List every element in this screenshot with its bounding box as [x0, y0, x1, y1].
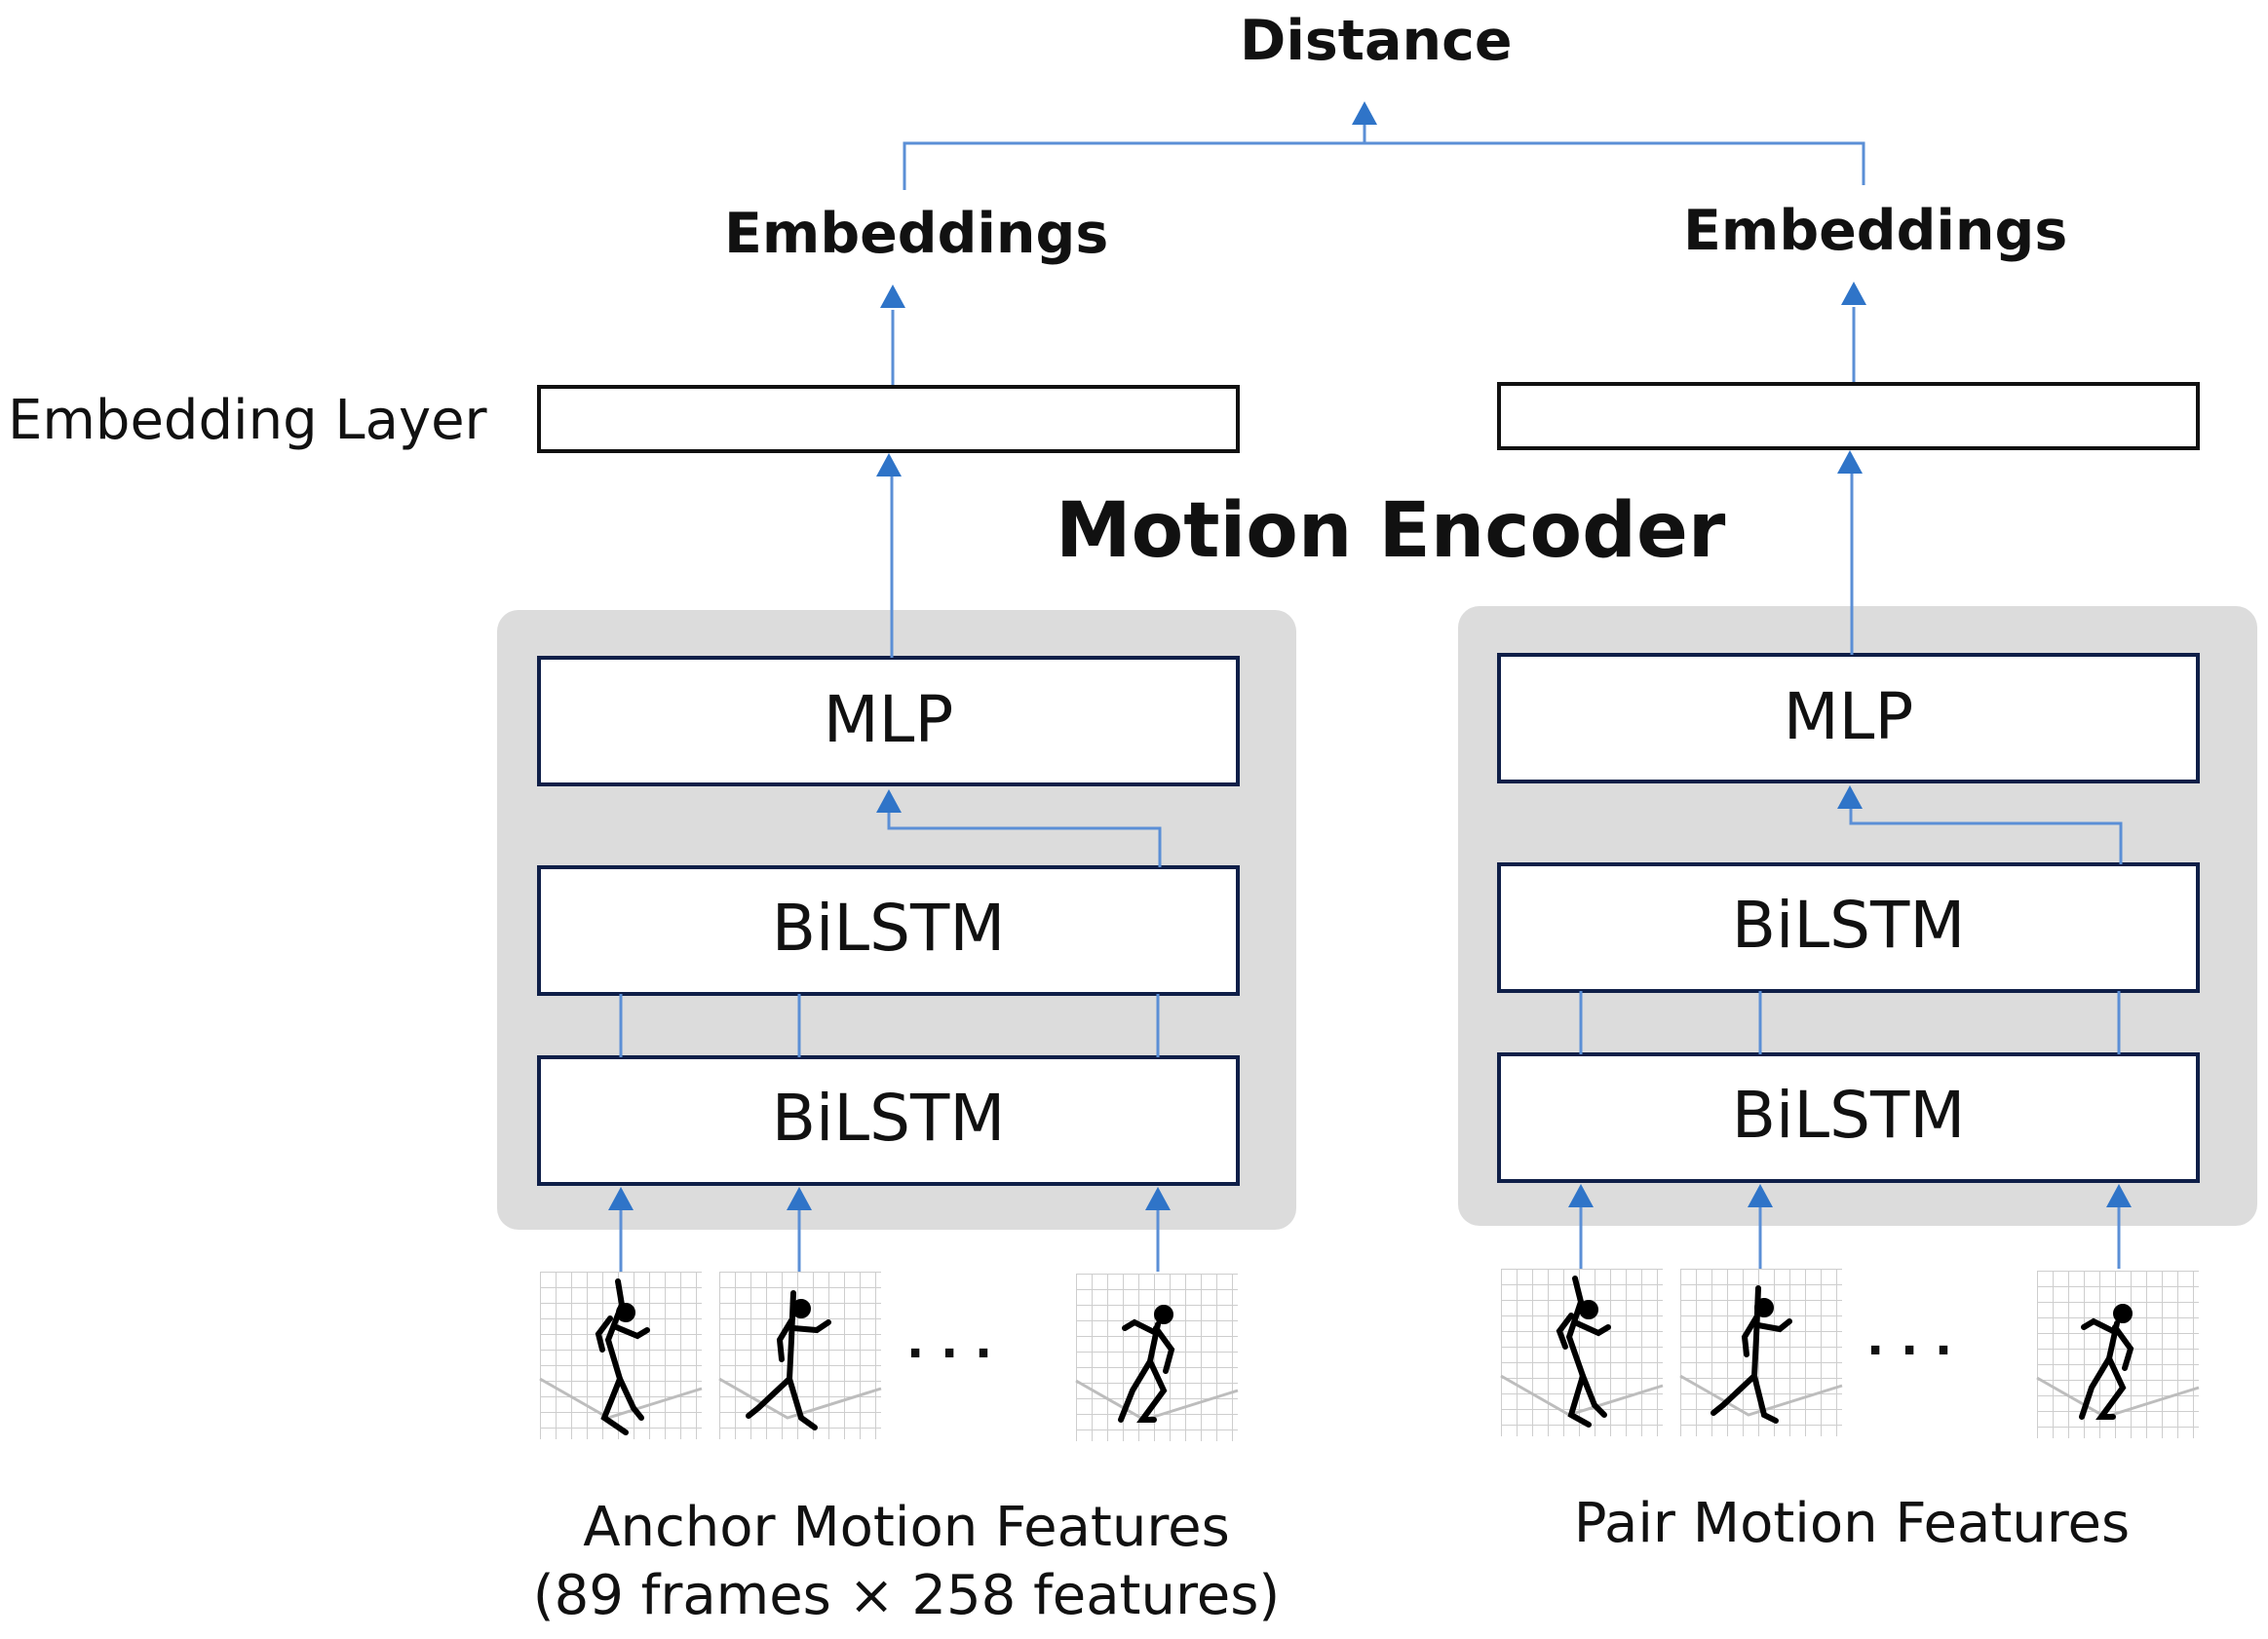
left-bilstm-bottom-box	[537, 1055, 1240, 1186]
left-embeddings-label: Embeddings	[724, 202, 1109, 266]
arrow-up-icon	[880, 285, 905, 308]
stick-figure-frame-icon	[1075, 1274, 1239, 1441]
arrow-up-icon	[1841, 282, 1866, 305]
left-mlp-box	[537, 656, 1240, 786]
distance-label: Distance	[1240, 9, 1513, 73]
arrow-up-icon	[787, 1187, 812, 1210]
pair-caption-line1: Pair Motion Features	[1573, 1492, 2131, 1555]
arrow-up-icon	[2106, 1184, 2132, 1207]
right-bilstm-top-box	[1497, 862, 2200, 993]
arrow-up-icon	[1837, 785, 1863, 809]
anchor-caption-line2: (89 frames × 258 features)	[532, 1564, 1281, 1627]
right-mlp-box	[1497, 653, 2200, 783]
arrow-up-icon	[608, 1187, 634, 1210]
left-frames	[539, 1272, 1239, 1441]
right-mlp-label: MLP	[1783, 679, 1914, 754]
stick-figure-frame-icon	[539, 1272, 703, 1439]
right-bilstm-top-label: BiLSTM	[1731, 888, 1966, 963]
left-connectors	[619, 310, 1162, 1272]
arrow-up-icon	[876, 453, 902, 476]
left-mlp-label: MLP	[823, 682, 954, 757]
arrow-up-icon	[876, 789, 902, 813]
right-bilstm-bottom-box	[1497, 1052, 2200, 1183]
stick-figure-frame-icon	[2036, 1271, 2200, 1438]
motion-encoder-title: Motion Encoder	[1056, 487, 1726, 575]
right-frames-ellipsis: · · ·	[1866, 1323, 1953, 1378]
left-bilstm-bottom-label: BiLSTM	[771, 1081, 1006, 1156]
stick-figure-frame-icon	[1500, 1269, 1664, 1436]
arrow-up-icon	[1352, 101, 1377, 125]
left-bilstm-top-label: BiLSTM	[771, 891, 1006, 966]
anchor-caption-line1: Anchor Motion Features	[583, 1496, 1230, 1559]
arrow-up-icon	[1837, 450, 1863, 474]
right-frames	[1500, 1269, 2200, 1438]
left-embedding-layer-box	[537, 385, 1240, 453]
stick-figure-frame-icon	[1679, 1269, 1843, 1436]
embedding-layer-label: Embedding Layer	[8, 389, 487, 452]
right-embeddings-label: Embeddings	[1683, 199, 2068, 263]
right-bilstm-bottom-label: BiLSTM	[1731, 1078, 1966, 1153]
arrow-up-icon	[1568, 1184, 1594, 1207]
left-bilstm-top-box	[537, 865, 1240, 996]
right-connectors	[1579, 307, 2123, 1269]
arrow-up-icon	[1748, 1184, 1773, 1207]
arrow-up-icon	[1145, 1187, 1171, 1210]
left-frames-ellipsis: · · ·	[906, 1326, 993, 1381]
stick-figure-frame-icon	[718, 1272, 882, 1439]
right-embedding-layer-box	[1497, 382, 2200, 450]
distance-connector	[903, 122, 1865, 190]
